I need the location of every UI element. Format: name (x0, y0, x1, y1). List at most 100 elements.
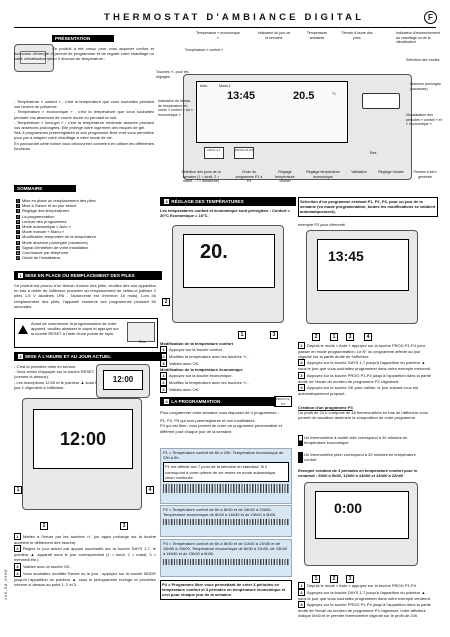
warning-icon (18, 325, 28, 334)
presentation-p1: - Température « confort » : c'est la tem… (14, 99, 154, 110)
section1-heading: 1 MISE EN PLACE OU REMPLACEMENT DES PILE… (14, 271, 162, 280)
label-temp-ambiante: Température ambiante (306, 31, 328, 40)
legend-half: Un thermomètre à moitié vide correspond … (298, 435, 434, 446)
program-p2-box: P2 = Température confort de 6h à 8h30 et… (160, 505, 292, 537)
label-remise: Remise à zéro générale (413, 170, 437, 179)
label-sel-jours: Sélection des jours de la semaine (1 = l… (181, 170, 221, 184)
r-callout-2: 2 (312, 325, 320, 343)
label-absence: Absence prolongée (vacances) (410, 82, 441, 91)
label-choix-prog: Choix du programme P1 à P4 (235, 170, 263, 184)
p2-profile-bar (163, 519, 289, 526)
presentation-p5: En parcourant cette notice vous découvri… (14, 140, 154, 151)
presentation-text: - Température « confort » : c'est la tem… (14, 99, 154, 151)
creation-section: Création d'un programme P4 Un profil de … (298, 405, 428, 421)
label-selection-modes: Sélection des modes (406, 58, 440, 62)
label-validation: Validation (351, 170, 367, 174)
reset-label: Res (139, 340, 146, 344)
presentation-p3: - Température « hors-gel » : c'est la te… (14, 119, 154, 131)
r-callout-3: 3 (346, 325, 354, 343)
p1-profile-bar (163, 484, 289, 494)
program-p3-box: P3 = Température confort de 6h à 8h30 et… (160, 539, 292, 577)
header-rule (14, 27, 436, 28)
right-device-2: 0:00 (304, 482, 418, 566)
days-button[interactable]: DAYS 1-7 (204, 147, 224, 159)
r2-callout-2: 2 (330, 567, 338, 585)
thermometer-full-icon (298, 452, 303, 463)
section2-heading: 2 MISE À L'HEURE ET AU JOUR ACTUEL (14, 352, 162, 361)
label-temoin-piles: Témoin d'usure des piles (341, 31, 373, 40)
label-visualisation: Visualisation des périodes « confort » e… (406, 113, 442, 127)
label-reg-eco: Réglage température économique (306, 170, 340, 179)
callout-3: 3 (120, 514, 128, 532)
p3-profile-bar (163, 558, 289, 565)
r-callout-1: 1 (330, 325, 338, 343)
section1-text: Ce produit est pourvu d'un témoin d'usur… (14, 283, 156, 309)
right-intro-box: Sélection d'un programme existant P1, P2… (298, 197, 438, 217)
section3-device: 20. (172, 225, 284, 323)
section3-confort: Modification de la température confort 1… (160, 341, 249, 368)
thermometer-half-icon (298, 435, 303, 446)
label-reg-confort: Réglage température confort (275, 170, 295, 184)
section2-device-large: 12:00 (22, 398, 142, 510)
s3-callout-3: 3 (270, 323, 278, 341)
diagram-lcd: Auto Mons 1 13:45 20.5 °C (196, 81, 348, 143)
section3-heading: 3 RÉGLAGE DES TEMPÉRATURES (160, 197, 296, 206)
section1-note: Avant de commencer la programmation de v… (14, 318, 158, 348)
presentation-intro: Ce produit a été conçu pour vous apporte… (14, 46, 154, 62)
prog-button[interactable]: PROG P1-P4 (234, 147, 254, 159)
section3-eco: Modification de la température économiqu… (160, 367, 249, 394)
language-badge: F (424, 11, 437, 24)
r2-callout-1: 1 (312, 567, 320, 585)
label-indicateur-niveau: Indicateur du niveau de température en c… (158, 99, 193, 117)
callout-1: 1 (14, 478, 22, 496)
presentation-heading: PRÉSENTATION (52, 35, 114, 42)
label-indic-jour: Indicateur du jour de la semaine (257, 31, 291, 40)
section2-text: - C'est la première mise en service.- Vo… (14, 364, 99, 390)
r-callout-4: 4 (364, 325, 372, 343)
right-example: exemple P2 pour Mercredi (298, 222, 345, 227)
callout-2: 2 (40, 514, 48, 532)
program-p4-box: P4 = Programme libre vous permettant de … (160, 580, 292, 600)
s3-callout-1: 1 (238, 323, 246, 341)
document-code: 4 0 6 - 5 8 - 0 5 6 E (4, 569, 8, 600)
right-device-1: 13:45 (306, 230, 418, 324)
label-touches: Touches +/- pour les réglages (156, 70, 189, 79)
presentation-p2: - Température « économique » : c'est la … (14, 109, 154, 120)
r2-callout-3: 3 (346, 567, 354, 585)
presentation-p4: Ses 3 programmes préenregistrés et son p… (14, 130, 154, 141)
example2: Exemple création de 3 périodes en tempér… (298, 468, 418, 479)
label-indic-enclenchement: Indicateur d'enclenchement du chauffage … (396, 31, 440, 45)
label-temp-eco: Température « économique » (196, 31, 240, 40)
reset-button[interactable]: Res (370, 151, 377, 155)
legend-full: Un thermomètre plein correspond à 30 min… (298, 452, 434, 463)
section4-intro: Pour programmer votre semaine vous dispo… (160, 410, 282, 434)
label-reg-horaire: Réglage horaire (378, 170, 404, 174)
mode-buttons[interactable] (362, 93, 400, 109)
thermostat-photo (14, 44, 54, 72)
reset-device-image (127, 322, 155, 342)
section3-intro: Les températures confort et économique s… (160, 208, 290, 219)
thermostat-diagram: Auto Mons 1 13:45 20.5 °C PROG P1-P4 DAY… (183, 74, 412, 180)
section2-device: 12:00 (96, 364, 150, 398)
prog-badge: PROG P1-P4 (274, 396, 292, 408)
page-title: THERMOSTAT D'AMBIANCE DIGITAL (104, 12, 365, 23)
label-temp-confort: Température « confort » (184, 48, 224, 52)
callout-4: 4 (146, 478, 154, 496)
program-p1-box: P1 = Température confort de 6h à 23h. Te… (160, 448, 292, 504)
